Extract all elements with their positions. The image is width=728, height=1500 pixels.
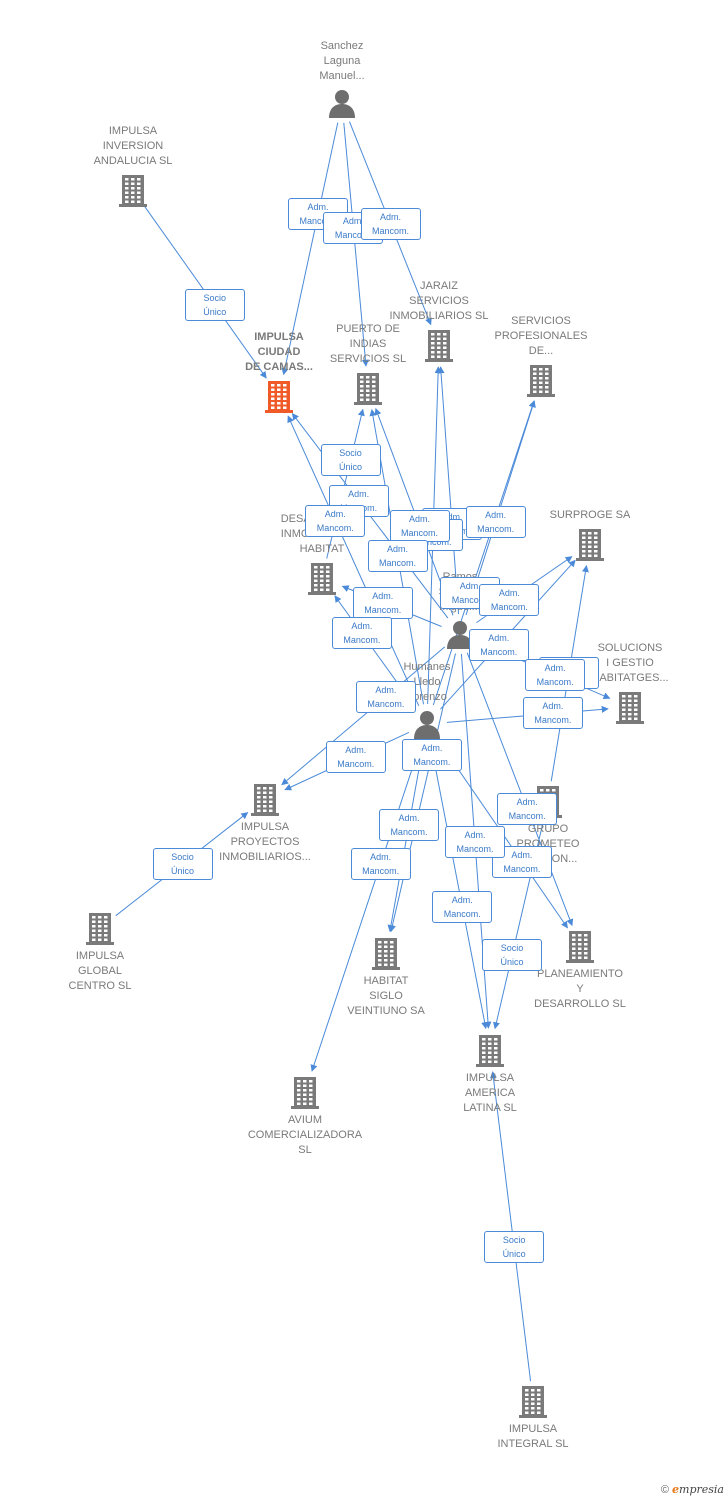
edge-ramos-to-jaraiz bbox=[437, 366, 460, 615]
company-node-avium[interactable]: AVIUM COMERCIALIZADORA SL bbox=[230, 1075, 380, 1158]
edge-label[interactable]: Socio Único bbox=[184, 289, 245, 322]
building-icon bbox=[230, 1075, 380, 1109]
edge-label[interactable]: Adm. Mancom. bbox=[378, 808, 439, 841]
copyright-notice: © empresia bbox=[661, 1483, 724, 1496]
building-icon bbox=[311, 936, 461, 970]
node-label: IMPULSA PROYECTOS INMOBILIARIOS... bbox=[219, 821, 311, 863]
edge-label[interactable]: Adm. Mancom. bbox=[331, 617, 392, 650]
company-node-servicios-prof[interactable]: SERVICIOS PROFESIONALES DE... bbox=[466, 314, 616, 397]
node-label: IMPULSA INTEGRAL SL bbox=[497, 1423, 569, 1450]
node-label: PUERTO DE INDIAS SERVICIOS SL bbox=[329, 323, 407, 365]
building-icon bbox=[190, 782, 340, 816]
edge-humanes-to-avium bbox=[310, 742, 422, 1072]
person-node-humanes[interactable]: Humanes Lledo Lorenzo bbox=[352, 660, 502, 739]
edge-label[interactable]: Adm. Mancom. bbox=[465, 506, 526, 539]
company-node-impulsa-proyectos[interactable]: IMPULSA PROYECTOS INMOBILIARIOS... bbox=[190, 782, 340, 865]
edge-label[interactable]: Adm. Mancom. bbox=[479, 583, 540, 616]
copyright-symbol: © bbox=[660, 1484, 669, 1496]
company-node-impulsa-ciudad[interactable]: IMPULSA CIUDAD DE CAMAS... bbox=[204, 330, 354, 413]
company-node-impulsa-inversion[interactable]: IMPULSA INVERSION ANDALUCIA SL bbox=[58, 124, 208, 207]
edge-label[interactable]: Adm. Mancom. bbox=[325, 741, 386, 773]
node-label: IMPULSA CIUDAD DE CAMAS... bbox=[245, 331, 313, 373]
company-node-impulsa-america[interactable]: IMPULSA AMERICA LATINA SL bbox=[415, 1033, 565, 1116]
node-label: Humanes Lledo Lorenzo bbox=[403, 661, 451, 703]
edge-ramos-to-planeamiento bbox=[466, 652, 574, 927]
edge-label[interactable]: Adm. Mancom. bbox=[432, 890, 493, 923]
company-node-habitat-siglo[interactable]: HABITAT SIGLO VEINTIUNO SA bbox=[311, 936, 461, 1019]
company-node-impulsa-global[interactable]: IMPULSA GLOBAL CENTRO SL bbox=[25, 911, 175, 994]
brand-name: mpresia bbox=[679, 1483, 724, 1496]
edge-label[interactable]: Socio Único bbox=[152, 847, 213, 880]
edge-humanes-to-impulsa-america bbox=[430, 743, 489, 1030]
building-icon bbox=[364, 328, 514, 362]
edge-label[interactable]: Adm. Mancom. bbox=[525, 658, 586, 691]
person-icon bbox=[267, 88, 417, 118]
building-icon bbox=[204, 379, 354, 413]
edge-label[interactable]: Adm. Mancom. bbox=[360, 208, 421, 240]
node-label: AVIUM COMERCIALIZADORA SL bbox=[247, 1114, 363, 1156]
edge-ramos-to-impulsa-proyectos bbox=[281, 646, 446, 786]
edge-label[interactable]: Socio Único bbox=[482, 939, 543, 972]
edge-sanchez-laguna-to-puerto-indias bbox=[343, 122, 369, 367]
edge-ramos-to-habitat-siglo bbox=[388, 653, 456, 933]
building-icon bbox=[247, 561, 397, 595]
node-label: SERVICIOS PROFESIONALES DE... bbox=[494, 315, 588, 357]
node-label: IMPULSA INVERSION ANDALUCIA SL bbox=[93, 125, 173, 167]
node-label: PLANEAMIENTO Y DESARROLLO SL bbox=[534, 968, 626, 1010]
building-icon bbox=[505, 929, 655, 963]
edge-label[interactable]: Socio Único bbox=[484, 1230, 545, 1263]
node-label: JARAIZ SERVICIOS INMOBILIARIOS SL bbox=[389, 280, 489, 322]
edge-label[interactable]: Adm. Mancom. bbox=[305, 504, 366, 537]
edge-label[interactable]: Adm. Mancom. bbox=[350, 847, 411, 880]
edge-label[interactable]: Adm. Mancom. bbox=[497, 792, 558, 825]
building-icon bbox=[58, 173, 208, 207]
brand-initial: e bbox=[672, 1483, 680, 1496]
edge-label[interactable]: Adm. Mancom. bbox=[355, 680, 416, 713]
company-node-planeamiento[interactable]: PLANEAMIENTO Y DESARROLLO SL bbox=[505, 929, 655, 1012]
person-icon bbox=[352, 709, 502, 739]
brand-logo: empresia bbox=[672, 1483, 724, 1496]
company-node-impulsa-integral[interactable]: IMPULSA INTEGRAL SL bbox=[458, 1384, 608, 1452]
building-icon bbox=[25, 911, 175, 945]
person-node-sanchez-laguna[interactable]: Sanchez Laguna Manuel... bbox=[267, 39, 417, 118]
edge-label[interactable]: Adm. Mancom. bbox=[389, 509, 450, 542]
building-icon bbox=[466, 363, 616, 397]
node-label: IMPULSA AMERICA LATINA SL bbox=[463, 1072, 517, 1114]
company-node-puerto-indias[interactable]: PUERTO DE INDIAS SERVICIOS SL bbox=[293, 322, 443, 405]
node-label: SURPROGE SA bbox=[549, 509, 631, 521]
node-label: IMPULSA GLOBAL CENTRO SL bbox=[68, 950, 132, 992]
edge-label[interactable]: Adm. Mancom. bbox=[522, 697, 583, 730]
person-icon bbox=[385, 619, 535, 649]
building-icon bbox=[555, 690, 705, 724]
edge-impulsa-integral-to-impulsa-america bbox=[489, 1071, 532, 1382]
building-icon bbox=[415, 1033, 565, 1067]
node-label: SOLUCIONS I GESTIO HABITATGES... bbox=[591, 642, 669, 684]
building-icon bbox=[293, 371, 443, 405]
company-node-solucions[interactable]: SOLUCIONS I GESTIO HABITATGES... bbox=[555, 641, 705, 724]
node-label: HABITAT SIGLO VEINTIUNO SA bbox=[347, 975, 425, 1017]
edge-humanes-to-servicios-prof bbox=[432, 400, 536, 706]
company-node-surproge[interactable]: SURPROGE SA bbox=[515, 508, 665, 561]
edge-label[interactable]: Adm. Mancom. bbox=[445, 826, 505, 858]
edge-sanchez-laguna-to-impulsa-ciudad bbox=[281, 122, 339, 376]
edge-label[interactable]: Adm. Mancom. bbox=[401, 739, 462, 772]
building-icon bbox=[515, 527, 665, 561]
building-icon bbox=[458, 1384, 608, 1418]
node-label: Sanchez Laguna Manuel... bbox=[319, 40, 365, 82]
edge-label[interactable]: Socio Único bbox=[320, 444, 381, 477]
edge-label[interactable]: Adm. Mancom. bbox=[468, 628, 529, 661]
edge-label[interactable]: Adm. Mancom. bbox=[352, 586, 413, 619]
edge-humanes-to-impulsa-ciudad bbox=[287, 415, 420, 706]
edge-label[interactable]: Adm. Mancom. bbox=[491, 845, 552, 878]
edge-label[interactable]: Adm. Mancom. bbox=[367, 540, 428, 572]
company-node-jaraiz[interactable]: JARAIZ SERVICIOS INMOBILIARIOS SL bbox=[364, 279, 514, 362]
